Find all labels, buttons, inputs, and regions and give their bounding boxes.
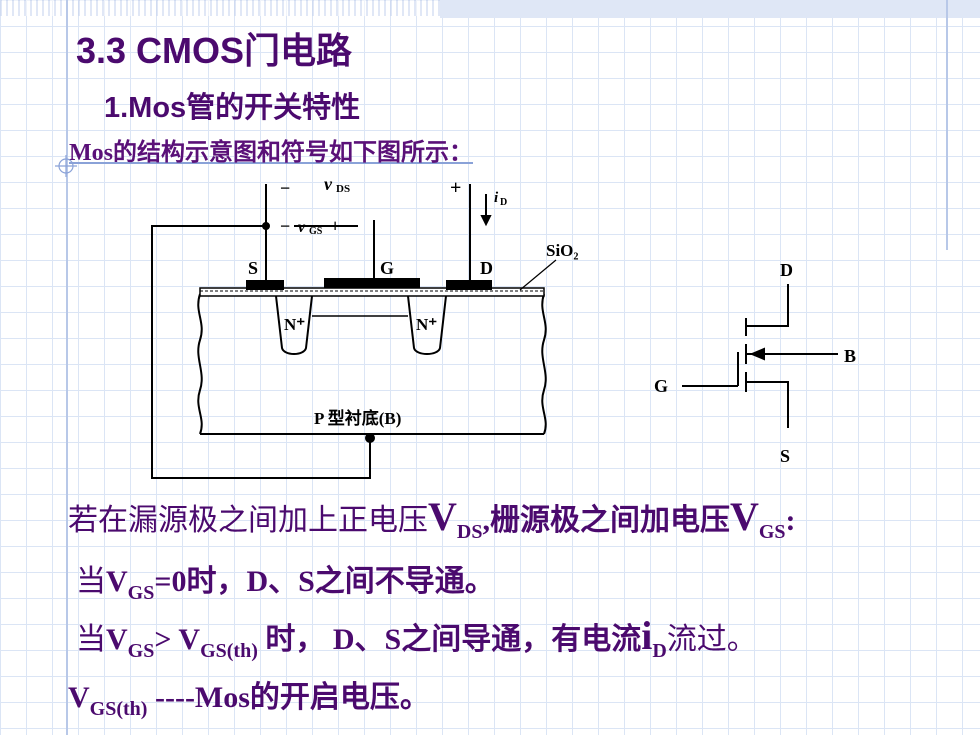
mos-figure: − v DS + − v GS + i D S G D SiO₂ N⁺ N⁺ P…	[151, 174, 856, 479]
symbol-s-label: S	[780, 446, 790, 466]
minus-top-label: −	[280, 178, 290, 198]
text-segment: 当	[76, 565, 106, 598]
subscript: GS	[127, 640, 155, 662]
vgs-label: v	[298, 219, 306, 236]
subscript: GS	[758, 521, 786, 543]
top-right-band	[440, 0, 980, 18]
n-plus-right-label: N⁺	[416, 315, 437, 334]
slide-title: 3.3 CMOS门电路	[76, 30, 353, 71]
subscript: DS	[456, 521, 483, 543]
text-segment: 当	[76, 623, 106, 656]
v-symbol: V	[428, 494, 457, 539]
intro-text: Mos的结构示意图和符号如下图所示：	[69, 140, 473, 166]
gate-label: G	[380, 258, 394, 278]
v-symbol: V	[106, 565, 128, 598]
i-symbol: i	[641, 613, 653, 658]
minus-gs-label: −	[280, 216, 290, 236]
text-segment: > V	[154, 623, 201, 656]
text-segment: 若在漏源极之间加上正电压	[68, 504, 428, 537]
text-segment: ,栅源极之间加电压	[482, 504, 730, 537]
subscript: GS(th)	[200, 640, 258, 662]
drain-label: D	[480, 258, 493, 278]
subscript: D	[652, 640, 667, 662]
symbol-g-label: G	[654, 376, 668, 396]
vds-sub-label: DS	[336, 183, 350, 195]
substrate-label: P 型衬底(B)	[314, 408, 401, 428]
v-symbol: V	[68, 681, 90, 714]
id-label: i	[494, 190, 499, 206]
vgs-sub-label: GS	[309, 226, 323, 237]
text-segment: 流过。	[666, 623, 757, 656]
plus-gs-label: +	[330, 216, 340, 236]
text-segment: 时， D、S之间导通，有电流	[257, 623, 642, 656]
mos-symbol	[682, 284, 838, 428]
threshold-line: VGS(th) ----Mos的开启电压。	[68, 672, 430, 721]
n-plus-left-label: N⁺	[284, 315, 305, 334]
source-label: S	[248, 258, 258, 278]
symbol-d-label: D	[780, 260, 793, 280]
id-sub-label: D	[500, 197, 507, 208]
off-state-line: 当VGS=0时，D、S之间不导通。	[76, 556, 495, 605]
v-symbol: V	[729, 494, 759, 539]
text-segment: :	[785, 504, 796, 537]
sio2-label: SiO₂	[546, 241, 579, 260]
crosshair-icon	[55, 155, 77, 177]
condition-line: 若在漏源极之间加上正电压VDS,栅源极之间加电压VGS:	[68, 493, 796, 544]
subscript: GS	[127, 582, 155, 604]
on-state-line: 当VGS> VGS(th) 时， D、S之间导通，有电流iD流过。	[76, 612, 757, 663]
subscript: GS(th)	[89, 698, 148, 720]
mos-structure-diagram	[151, 184, 547, 479]
symbol-b-label: B	[844, 346, 856, 366]
vds-label: v	[324, 174, 333, 194]
v-symbol: V	[106, 623, 128, 656]
plus-top-label: +	[450, 177, 461, 199]
text-segment: =0时，D、S之间不导通。	[154, 565, 495, 598]
left-margin-rule	[66, 0, 68, 735]
slide-subtitle: 1.Mos管的开关特性	[104, 92, 361, 124]
text-segment: ----Mos的开启电压。	[147, 681, 430, 714]
right-margin-rule	[946, 0, 948, 250]
